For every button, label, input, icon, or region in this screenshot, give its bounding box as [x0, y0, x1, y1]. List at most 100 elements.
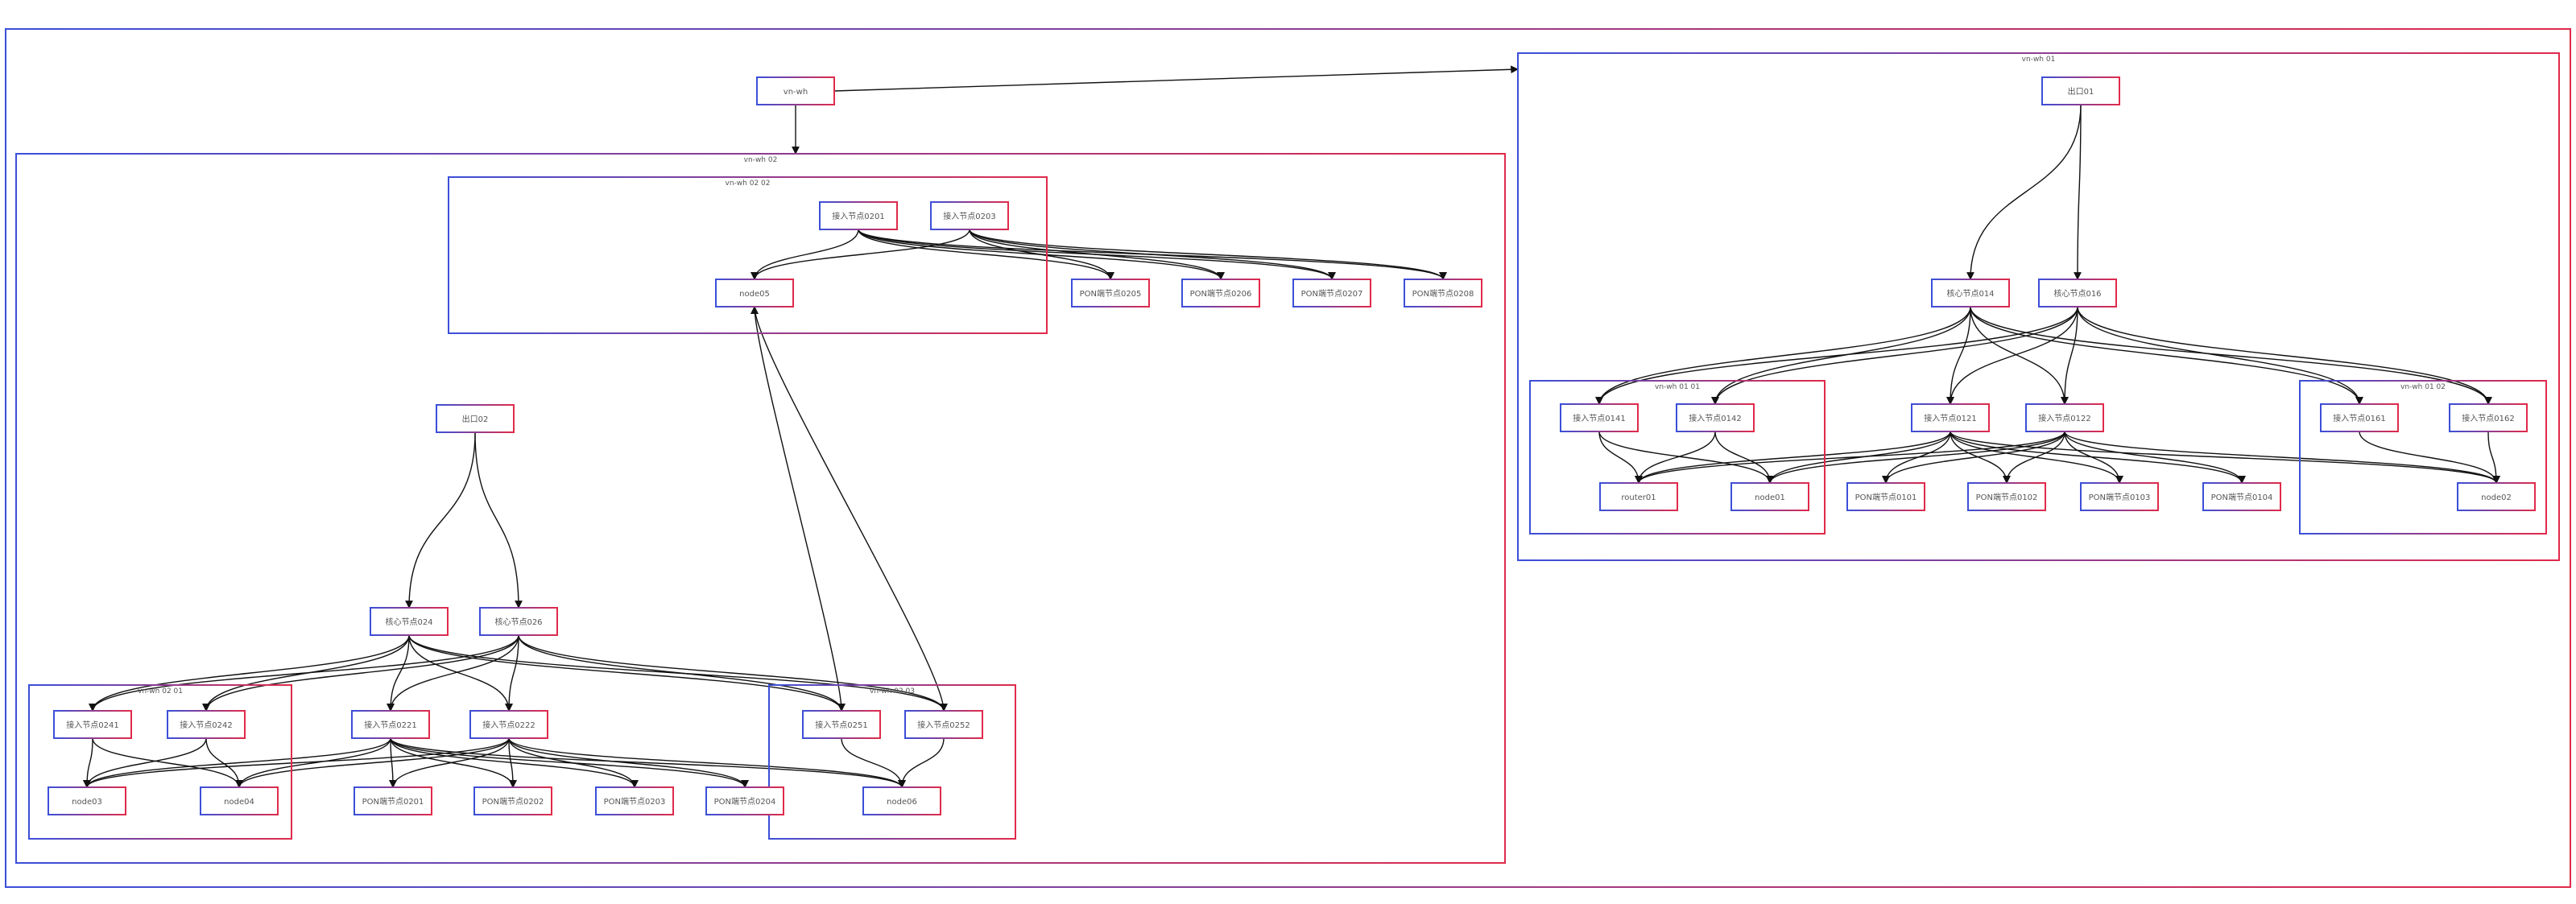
- node-box: [200, 786, 279, 815]
- node-acc0161[interactable]: 接入节点0161: [2320, 403, 2399, 432]
- node-box: [48, 786, 126, 815]
- cluster-title: vn-wh 02 02: [726, 180, 771, 188]
- node-acc0201[interactable]: 接入节点0201: [819, 201, 898, 230]
- node-node04[interactable]: node04: [200, 786, 279, 815]
- node-router01[interactable]: router01: [1599, 482, 1678, 511]
- node-box: [904, 710, 983, 739]
- edge-acc0252-node05: [750, 306, 945, 712]
- node-core014[interactable]: 核心节点014: [1931, 279, 2010, 308]
- edge-core014-acc0141: [1595, 306, 1971, 405]
- node-pon0203[interactable]: PON端节点0203: [595, 786, 674, 815]
- edge-core014-acc0121: [1946, 306, 1971, 405]
- node-pon0102[interactable]: PON端节点0102: [1967, 482, 2046, 511]
- edge-out02-core026: [474, 431, 523, 609]
- node-pon0207[interactable]: PON端节点0207: [1292, 279, 1371, 308]
- node-pon0206[interactable]: PON端节点0206: [1181, 279, 1260, 308]
- node-pon0101[interactable]: PON端节点0101: [1846, 482, 1925, 511]
- node-pon0202[interactable]: PON端节点0202: [473, 786, 552, 815]
- edge-acc0221-pon0204: [390, 737, 749, 788]
- edge-acc0121-router01: [1635, 431, 1951, 484]
- edge-out02-core024: [405, 431, 476, 609]
- edge-acc0242-node03: [83, 737, 207, 788]
- node-acc0242[interactable]: 接入节点0242: [167, 710, 246, 739]
- node-box: [1181, 279, 1260, 308]
- edge-acc0222-pon0204: [508, 737, 749, 788]
- node-acc0142[interactable]: 接入节点0142: [1676, 403, 1755, 432]
- node-core016[interactable]: 核心节点016: [2038, 279, 2117, 308]
- node-label: 核心节点024: [385, 617, 432, 627]
- node-pon0201[interactable]: PON端节点0201: [354, 786, 432, 815]
- edge-acc0251-node06: [841, 737, 906, 788]
- node-label: 接入节点0162: [2462, 413, 2514, 423]
- node-label: 接入节点0241: [66, 720, 118, 730]
- node-vnwh[interactable]: vn-wh: [756, 76, 835, 105]
- node-acc0222[interactable]: 接入节点0222: [469, 710, 548, 739]
- edge-acc0203-pon0206: [969, 229, 1225, 280]
- node-core024[interactable]: 核心节点024: [370, 607, 449, 636]
- edges-layer: [83, 65, 2500, 788]
- edge-acc0222-pon0202: [508, 737, 517, 788]
- node-label: node02: [2481, 493, 2512, 502]
- node-pon0103[interactable]: PON端节点0103: [2080, 482, 2159, 511]
- node-box: [705, 786, 784, 815]
- node-pon0205[interactable]: PON端节点0205: [1071, 279, 1150, 308]
- edge-core026-acc0242: [202, 634, 519, 712]
- cluster-border: [28, 684, 292, 840]
- node-acc0122[interactable]: 接入节点0122: [2025, 403, 2104, 432]
- edge-acc0252-node06: [898, 737, 945, 788]
- node-node03[interactable]: node03: [48, 786, 126, 815]
- cluster-c02: vn-wh 02: [15, 153, 1506, 864]
- edge-acc0203-pon0207: [969, 229, 1336, 280]
- cluster-border: [1529, 380, 1826, 535]
- node-label: 核心节点026: [494, 617, 542, 627]
- node-acc0203[interactable]: 接入节点0203: [930, 201, 1009, 230]
- node-pon0104[interactable]: PON端节点0104: [2202, 482, 2281, 511]
- node-out02[interactable]: 出口02: [436, 404, 515, 433]
- node-box: [469, 710, 548, 739]
- node-node05[interactable]: node05: [715, 279, 794, 308]
- edge-core026-acc0252: [518, 634, 948, 712]
- node-box: [819, 201, 898, 230]
- node-acc0221[interactable]: 接入节点0221: [351, 710, 430, 739]
- node-label: node03: [72, 798, 102, 807]
- node-box: [1560, 403, 1639, 432]
- edge-acc0221-pon0203: [390, 737, 639, 788]
- node-box: [1599, 482, 1678, 511]
- node-pon0208[interactable]: PON端节点0208: [1404, 279, 1482, 308]
- node-node01[interactable]: node01: [1730, 482, 1809, 511]
- edge-core016-acc0122: [2061, 306, 2078, 405]
- node-box: [2457, 482, 2536, 511]
- node-label: node05: [739, 290, 770, 299]
- cluster-c01: vn-wh 01: [1517, 52, 2560, 561]
- edge-core024-acc0241: [89, 634, 410, 712]
- node-node02[interactable]: node02: [2457, 482, 2536, 511]
- node-out01[interactable]: 出口01: [2041, 76, 2120, 105]
- node-box: [2202, 482, 2281, 511]
- edge-core014-acc0162: [1970, 306, 2492, 405]
- node-box: [595, 786, 674, 815]
- edge-core026-acc0221: [387, 634, 519, 712]
- node-acc0162[interactable]: 接入节点0162: [2449, 403, 2528, 432]
- node-label: 接入节点0201: [832, 211, 884, 221]
- node-node06[interactable]: node06: [862, 786, 941, 815]
- edge-core016-acc0141: [1595, 306, 2078, 405]
- edge-core026-acc0251: [518, 634, 846, 712]
- cluster-border: [1517, 52, 2560, 561]
- node-label: PON端节点0103: [2089, 492, 2151, 502]
- node-acc0141[interactable]: 接入节点0141: [1560, 403, 1639, 432]
- node-acc0121[interactable]: 接入节点0121: [1911, 403, 1990, 432]
- edge-acc0162-node02: [2487, 431, 2500, 484]
- node-acc0241[interactable]: 接入节点0241: [53, 710, 132, 739]
- node-pon0204[interactable]: PON端节点0204: [705, 786, 784, 815]
- node-box: [53, 710, 132, 739]
- cluster-c01-02: vn-wh 01 02: [2299, 380, 2547, 535]
- node-label: PON端节点0101: [1855, 492, 1917, 502]
- edge-acc0122-pon0104: [2064, 431, 2246, 484]
- edge-acc0201-pon0205: [858, 229, 1114, 280]
- node-box: [1931, 279, 2010, 308]
- node-core026[interactable]: 核心节点026: [479, 607, 558, 636]
- cluster-root: [5, 28, 2571, 888]
- node-label: 接入节点0203: [943, 211, 995, 221]
- node-acc0252[interactable]: 接入节点0252: [904, 710, 983, 739]
- node-acc0251[interactable]: 接入节点0251: [802, 710, 881, 739]
